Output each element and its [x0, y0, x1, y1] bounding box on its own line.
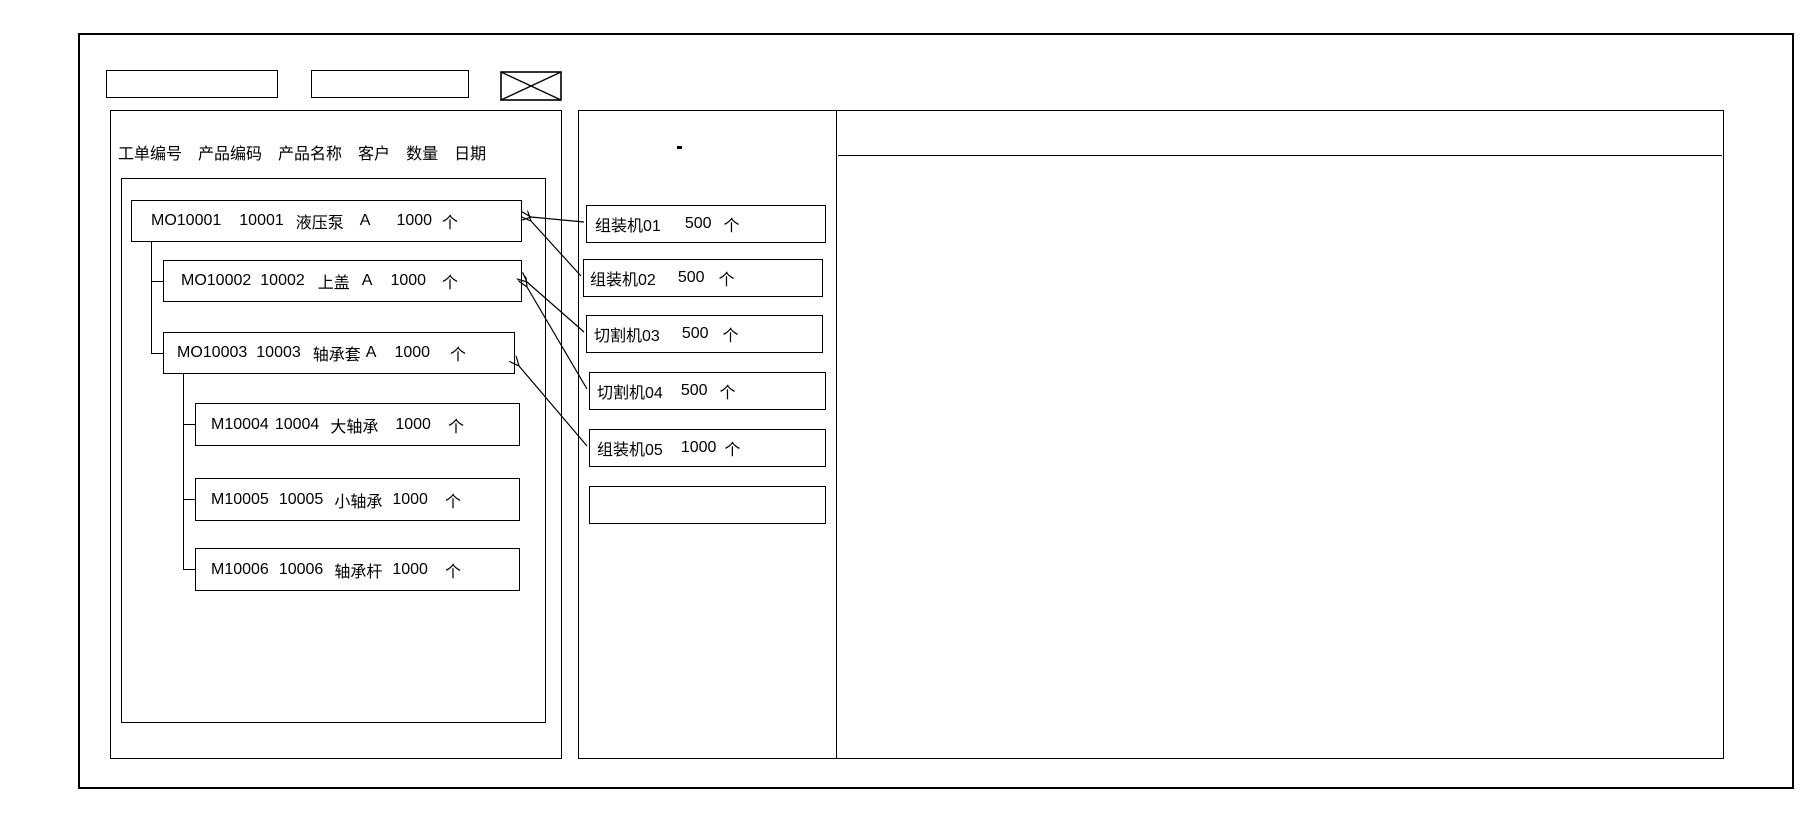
- row-product-name: 大轴承: [330, 418, 379, 436]
- machine-qty: 500: [680, 382, 708, 399]
- column-header-qty: 数量: [406, 146, 439, 163]
- row-order-no: M10004: [211, 415, 269, 433]
- row-customer: A: [365, 344, 377, 361]
- machine-card[interactable]: 切割机04 500 个: [589, 372, 826, 410]
- row-qty: 1000: [390, 272, 427, 289]
- work-order-column-headers: 工单编号产品编码产品名称客户数量日期: [118, 140, 548, 164]
- machine-unit: 个: [724, 442, 741, 459]
- table-row[interactable]: MO10003 10003 轴承套 A 1000 个: [163, 332, 515, 374]
- machine-name: 组装机05: [597, 442, 663, 459]
- row-unit: 个: [447, 418, 464, 436]
- machine-card[interactable]: 组装机05 1000 个: [589, 429, 826, 467]
- column-header-product-name: 产品名称: [278, 146, 343, 163]
- detail-panel-body-text: [846, 165, 1706, 745]
- row-product-name: 轴承杆: [334, 563, 383, 581]
- row-product-name: 上盖: [317, 275, 350, 292]
- row-product-code: 10002: [260, 272, 305, 289]
- row-qty: 1000: [392, 490, 428, 508]
- machine-name: 切割机04: [597, 385, 663, 402]
- machine-name: 组装机01: [595, 218, 661, 235]
- machine-card-empty[interactable]: [589, 486, 826, 524]
- machine-qty: 500: [684, 215, 712, 232]
- table-row[interactable]: M10006 10006 轴承杆 1000 个: [195, 548, 520, 591]
- row-product-code: 10004: [274, 415, 320, 433]
- row-product-code: 10001: [239, 212, 284, 229]
- column-header-customer: 客户: [358, 146, 391, 163]
- row-qty: 1000: [392, 560, 428, 578]
- machine-unit: 个: [719, 385, 736, 402]
- table-row[interactable]: M10004 10004 大轴承 1000 个: [195, 403, 520, 446]
- table-row[interactable]: MO10001 10001 液压泵 A 1000 个: [131, 200, 522, 242]
- row-product-name: 轴承套: [312, 347, 361, 364]
- column-header-product-code: 产品编码: [198, 146, 263, 163]
- tree-connector-branch-row5: [183, 499, 196, 500]
- machine-qty: 1000: [680, 439, 717, 456]
- row-unit: 个: [442, 215, 459, 232]
- row-order-no: MO10001: [151, 212, 222, 229]
- row-order-no: MO10003: [177, 344, 248, 361]
- row-unit: 个: [442, 275, 459, 292]
- row-qty: 1000: [396, 212, 433, 229]
- tree-connector-trunk-2: [183, 374, 184, 570]
- toolbar-field-2[interactable]: [311, 70, 469, 98]
- column-header-order-no: 工单编号: [118, 146, 183, 163]
- tree-connector-branch-row2: [151, 281, 164, 282]
- row-qty: 1000: [394, 344, 431, 361]
- row-unit: 个: [450, 347, 467, 364]
- detail-panel-header-divider: [838, 155, 1722, 156]
- crossed-box-icon[interactable]: [500, 71, 562, 101]
- tree-connector-branch-row6: [183, 569, 196, 570]
- row-customer: A: [359, 212, 371, 229]
- row-product-name: 液压泵: [295, 215, 344, 232]
- machine-qty: 500: [681, 325, 709, 342]
- row-order-no: M10006: [211, 560, 269, 578]
- row-unit: 个: [444, 493, 461, 511]
- column-header-date: 日期: [454, 146, 487, 163]
- row-product-code: 10005: [278, 490, 324, 508]
- row-unit: 个: [444, 563, 461, 581]
- mid-panel-marker-dot: [677, 146, 682, 149]
- row-qty: 1000: [395, 415, 431, 433]
- machine-card[interactable]: 组装机01 500 个: [586, 205, 826, 243]
- detail-panel: [836, 110, 1724, 759]
- machine-unit: 个: [723, 218, 740, 235]
- tree-connector-branch-row3: [151, 353, 164, 354]
- toolbar-field-1[interactable]: [106, 70, 278, 98]
- row-product-code: 10006: [278, 560, 324, 578]
- table-row[interactable]: M10005 10005 小轴承 1000 个: [195, 478, 520, 521]
- machine-name: 切割机03: [594, 328, 660, 345]
- tree-connector-trunk-1: [151, 242, 152, 353]
- machine-qty: 500: [677, 269, 705, 286]
- machine-unit: 个: [718, 272, 735, 289]
- detail-panel-header-text: [846, 122, 1706, 150]
- row-order-no: MO10002: [181, 272, 252, 289]
- table-row[interactable]: MO10002 10002 上盖 A 1000 个: [163, 260, 522, 302]
- row-product-code: 10003: [256, 344, 301, 361]
- machine-name: 组装机02: [590, 272, 656, 289]
- machine-card[interactable]: 切割机03 500 个: [586, 315, 823, 353]
- machine-unit: 个: [722, 328, 739, 345]
- machine-card[interactable]: 组装机02 500 个: [583, 259, 823, 297]
- row-order-no: M10005: [211, 490, 269, 508]
- row-customer: A: [361, 272, 373, 289]
- tree-connector-branch-row4: [183, 424, 196, 425]
- row-product-name: 小轴承: [334, 493, 383, 511]
